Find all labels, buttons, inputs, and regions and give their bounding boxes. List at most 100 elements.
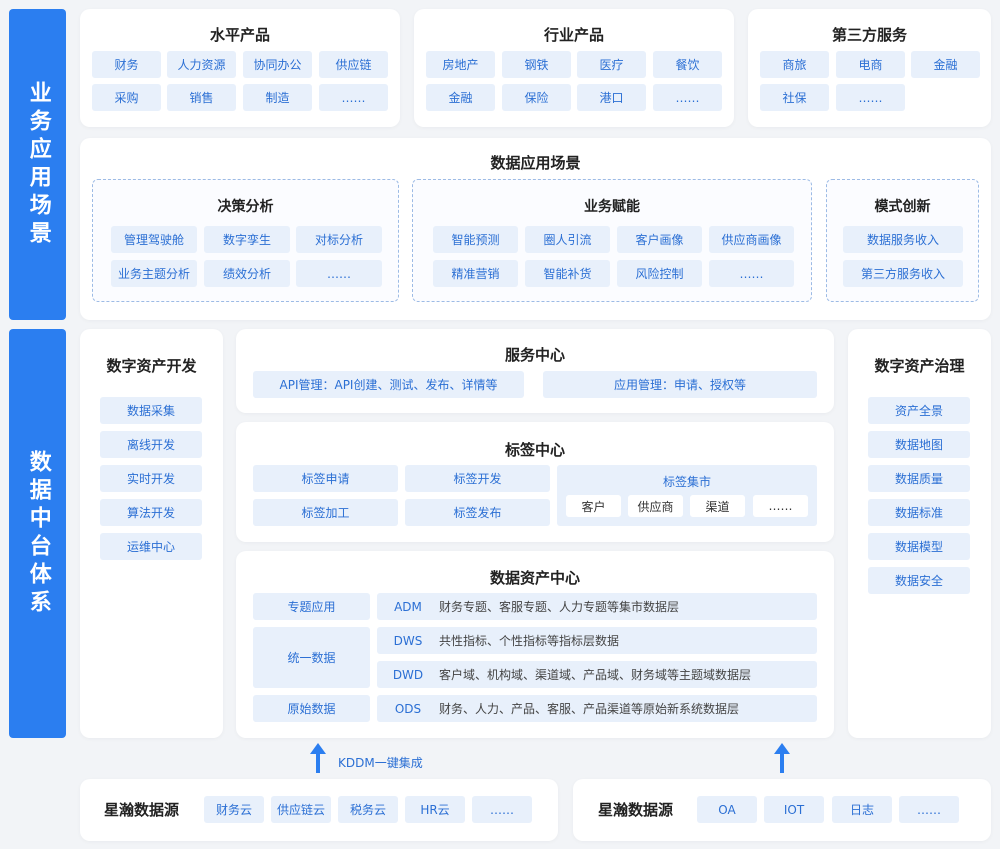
chip: 制造 [243,84,312,111]
chip: …… [472,796,532,823]
chip: 精准营销 [433,260,518,287]
business-scene-label: 业务应用场景 [25,80,51,249]
data-source-left-card: 星瀚数据源 财务云 供应链云 税务云 HR云 …… [80,779,558,841]
chip: 智能预测 [433,226,518,253]
arrow-up-icon [310,743,326,773]
layer-code: ODS [394,701,422,716]
industry-products-title: 行业产品 [543,26,604,44]
tag-market-box: 标签集市 客户 供应商 渠道 …… [557,465,817,526]
chip: …… [653,84,722,111]
asset-dev-card: 数字资产开发 数据采集 离线开发 实时开发 算法开发 运维中心 [80,329,223,738]
raw-data-chip: 原始数据 [253,695,370,722]
chip: 标签发布 [405,499,550,526]
layer-code: DWS [393,633,423,648]
layer-row-adm: ADM 财务专题、客服专题、人力专题等集市数据层 [377,593,817,620]
decision-analysis-box: 决策分析 管理驾驶舱 数字孪生 对标分析 业务主题分析 绩效分析 …… [92,179,399,302]
platform-label: 数据中台体系 [25,449,51,618]
chip: 协同办公 [243,51,312,78]
chip: 港口 [577,84,646,111]
data-asset-center-card: 数据资产中心 专题应用 统一数据 原始数据 ADM 财务专题、客服专题、人力专题… [236,551,834,738]
chip: 商旅 [760,51,829,78]
chip: 数据采集 [100,397,202,424]
chip: 渠道 [690,495,745,517]
api-management-chip: API管理：API创建、测试、发布、详情等 [253,371,524,398]
chip: 餐饮 [653,51,722,78]
chip: 标签开发 [405,465,550,492]
chip: 社保 [760,84,829,111]
chip: IOT [764,796,824,823]
chip: 金融 [426,84,495,111]
chip: 供应商 [628,495,683,517]
chip: 标签加工 [253,499,398,526]
chip: 数据质量 [868,465,970,492]
chip: 管理驾驶舱 [111,226,197,253]
layer-row-dws: DWS 共性指标、个性指标等指标层数据 [377,627,817,654]
chip: 数据地图 [868,431,970,458]
asset-dev-title: 数字资产开发 [106,357,197,375]
chip: 客户 [566,495,621,517]
tag-market-title: 标签集市 [662,475,711,489]
chip: …… [319,84,388,111]
chip: HR云 [405,796,465,823]
third-party-title: 第三方服务 [831,26,907,44]
chip: 对标分析 [296,226,382,253]
unified-data-chip: 统一数据 [253,627,370,688]
layer-desc: 客户域、机构域、渠道域、产品域、财务域等主题域数据层 [439,668,752,682]
chip: 运维中心 [100,533,202,560]
chip: …… [899,796,959,823]
chip: 风险控制 [617,260,702,287]
chip: 数据标准 [868,499,970,526]
chip: 数字孪生 [204,226,290,253]
chip: …… [753,495,808,517]
chip: 医疗 [577,51,646,78]
data-asset-center-title: 数据资产中心 [489,569,580,587]
chip: 智能补货 [525,260,610,287]
layer-row-ods: ODS 财务、人力、产品、客服、产品渠道等原始新系统数据层 [377,695,817,722]
chip: 客户画像 [617,226,702,253]
chip: 绩效分析 [204,260,290,287]
chip: 日志 [832,796,892,823]
data-source-left-title: 星瀚数据源 [104,801,180,819]
asset-governance-title: 数字资产治理 [874,357,965,375]
chip: 算法开发 [100,499,202,526]
chip: 实时开发 [100,465,202,492]
layer-desc: 财务专题、客服专题、人力专题等集市数据层 [439,600,680,614]
app-management-chip: 应用管理：申请、授权等 [543,371,817,398]
business-scene-bar: 业务应用场景 [9,9,66,320]
chip: 供应商画像 [709,226,794,253]
business-enable-title: 业务赋能 [584,199,640,215]
model-innovation-box: 模式创新 数据服务收入 第三方服务收入 [826,179,979,302]
chip: …… [836,84,905,111]
chip: 税务云 [338,796,398,823]
chip: 供应链 [319,51,388,78]
layer-desc: 共性指标、个性指标等指标层数据 [439,634,620,648]
chip: 供应链云 [271,796,331,823]
platform-bar: 数据中台体系 [9,329,66,738]
arrow-up-icon [774,743,790,773]
chip: 数据服务收入 [843,226,963,253]
tag-center-card: 标签中心 标签申请 标签开发 标签加工 标签发布 标签集市 客户 供应商 渠道 … [236,422,834,542]
chip: 数据模型 [868,533,970,560]
integration-label: KDDM一键集成 [338,756,423,770]
chip: 销售 [167,84,236,111]
business-enable-box: 业务赋能 智能预测 圈人引流 客户画像 供应商画像 精准营销 智能补货 风险控制… [412,179,812,302]
chip: 圈人引流 [525,226,610,253]
chip: 金融 [911,51,980,78]
chip: 钢铁 [502,51,571,78]
chip: 房地产 [426,51,495,78]
decision-analysis-title: 决策分析 [217,199,274,215]
chip: 标签申请 [253,465,398,492]
chip: 电商 [836,51,905,78]
layer-row-dwd: DWD 客户域、机构域、渠道域、产品域、财务域等主题域数据层 [377,661,817,688]
chip: OA [697,796,757,823]
data-scenes-title: 数据应用场景 [490,154,581,172]
horizontal-products-card: 水平产品 财务 人力资源 协同办公 供应链 采购 销售 制造 …… [80,9,400,127]
service-center-title: 服务中心 [504,346,565,364]
chip: 人力资源 [167,51,236,78]
horizontal-products-title: 水平产品 [209,26,270,44]
model-innovation-title: 模式创新 [874,199,931,215]
service-center-card: 服务中心 API管理：API创建、测试、发布、详情等 应用管理：申请、授权等 [236,329,834,413]
layer-code: DWD [392,667,424,682]
chip: …… [709,260,794,287]
layer-desc: 财务、人力、产品、客服、产品渠道等原始新系统数据层 [439,702,740,716]
